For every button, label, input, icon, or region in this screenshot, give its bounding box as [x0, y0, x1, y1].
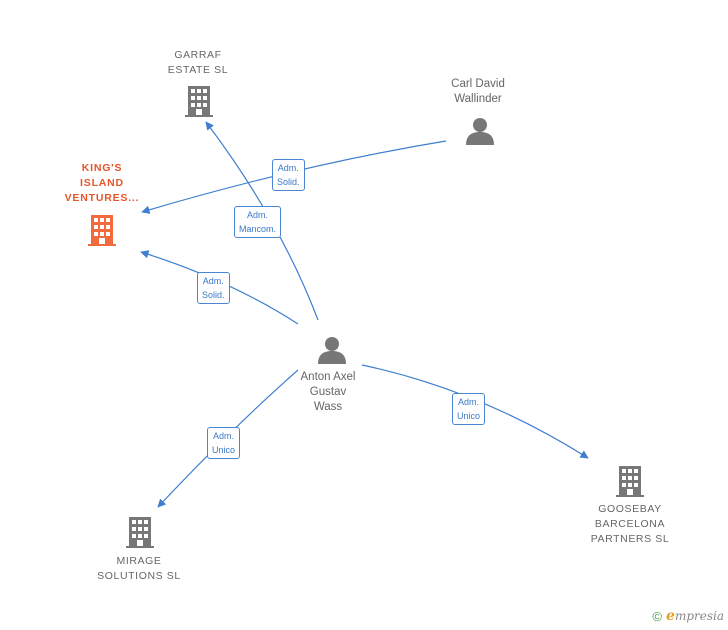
node-label-garraf[interactable]: GARRAF ESTATE SL — [167, 49, 229, 76]
edge-label-anton-mirage[interactable]: Adm. Unico — [207, 427, 241, 459]
building-icon[interactable] — [616, 466, 644, 497]
building-icon[interactable] — [88, 215, 116, 246]
empresia-logo: empresia — [666, 608, 724, 624]
edge-label-anton-goosebay[interactable]: Adm. Unico — [452, 393, 486, 425]
edge-label-carl-kings[interactable]: Adm. Solid. — [272, 159, 305, 191]
footer-brand: © empresia — [652, 608, 724, 624]
person-icon[interactable] — [318, 337, 346, 364]
building-icon[interactable] — [126, 517, 154, 548]
copyright-icon: © — [652, 608, 663, 624]
node-label-kings-island[interactable]: KING'S ISLAND VENTURES... — [64, 162, 140, 204]
node-label-mirage[interactable]: MIRAGE SOLUTIONS SL — [97, 555, 181, 582]
person-icon[interactable] — [466, 118, 494, 145]
node-label-anton-axel-gustav-wass[interactable]: Anton Axel Gustav Wass — [300, 371, 356, 413]
node-label-carl-david-wallinder[interactable]: Carl David Wallinder — [451, 78, 505, 105]
building-icon[interactable] — [185, 86, 213, 117]
edge-label-anton-garraf[interactable]: Adm. Mancom. — [234, 206, 282, 238]
node-label-goosebay[interactable]: GOOSEBAY BARCELONA PARTNERS SL — [590, 503, 670, 545]
edge-label-anton-kings[interactable]: Adm. Solid. — [197, 272, 230, 304]
